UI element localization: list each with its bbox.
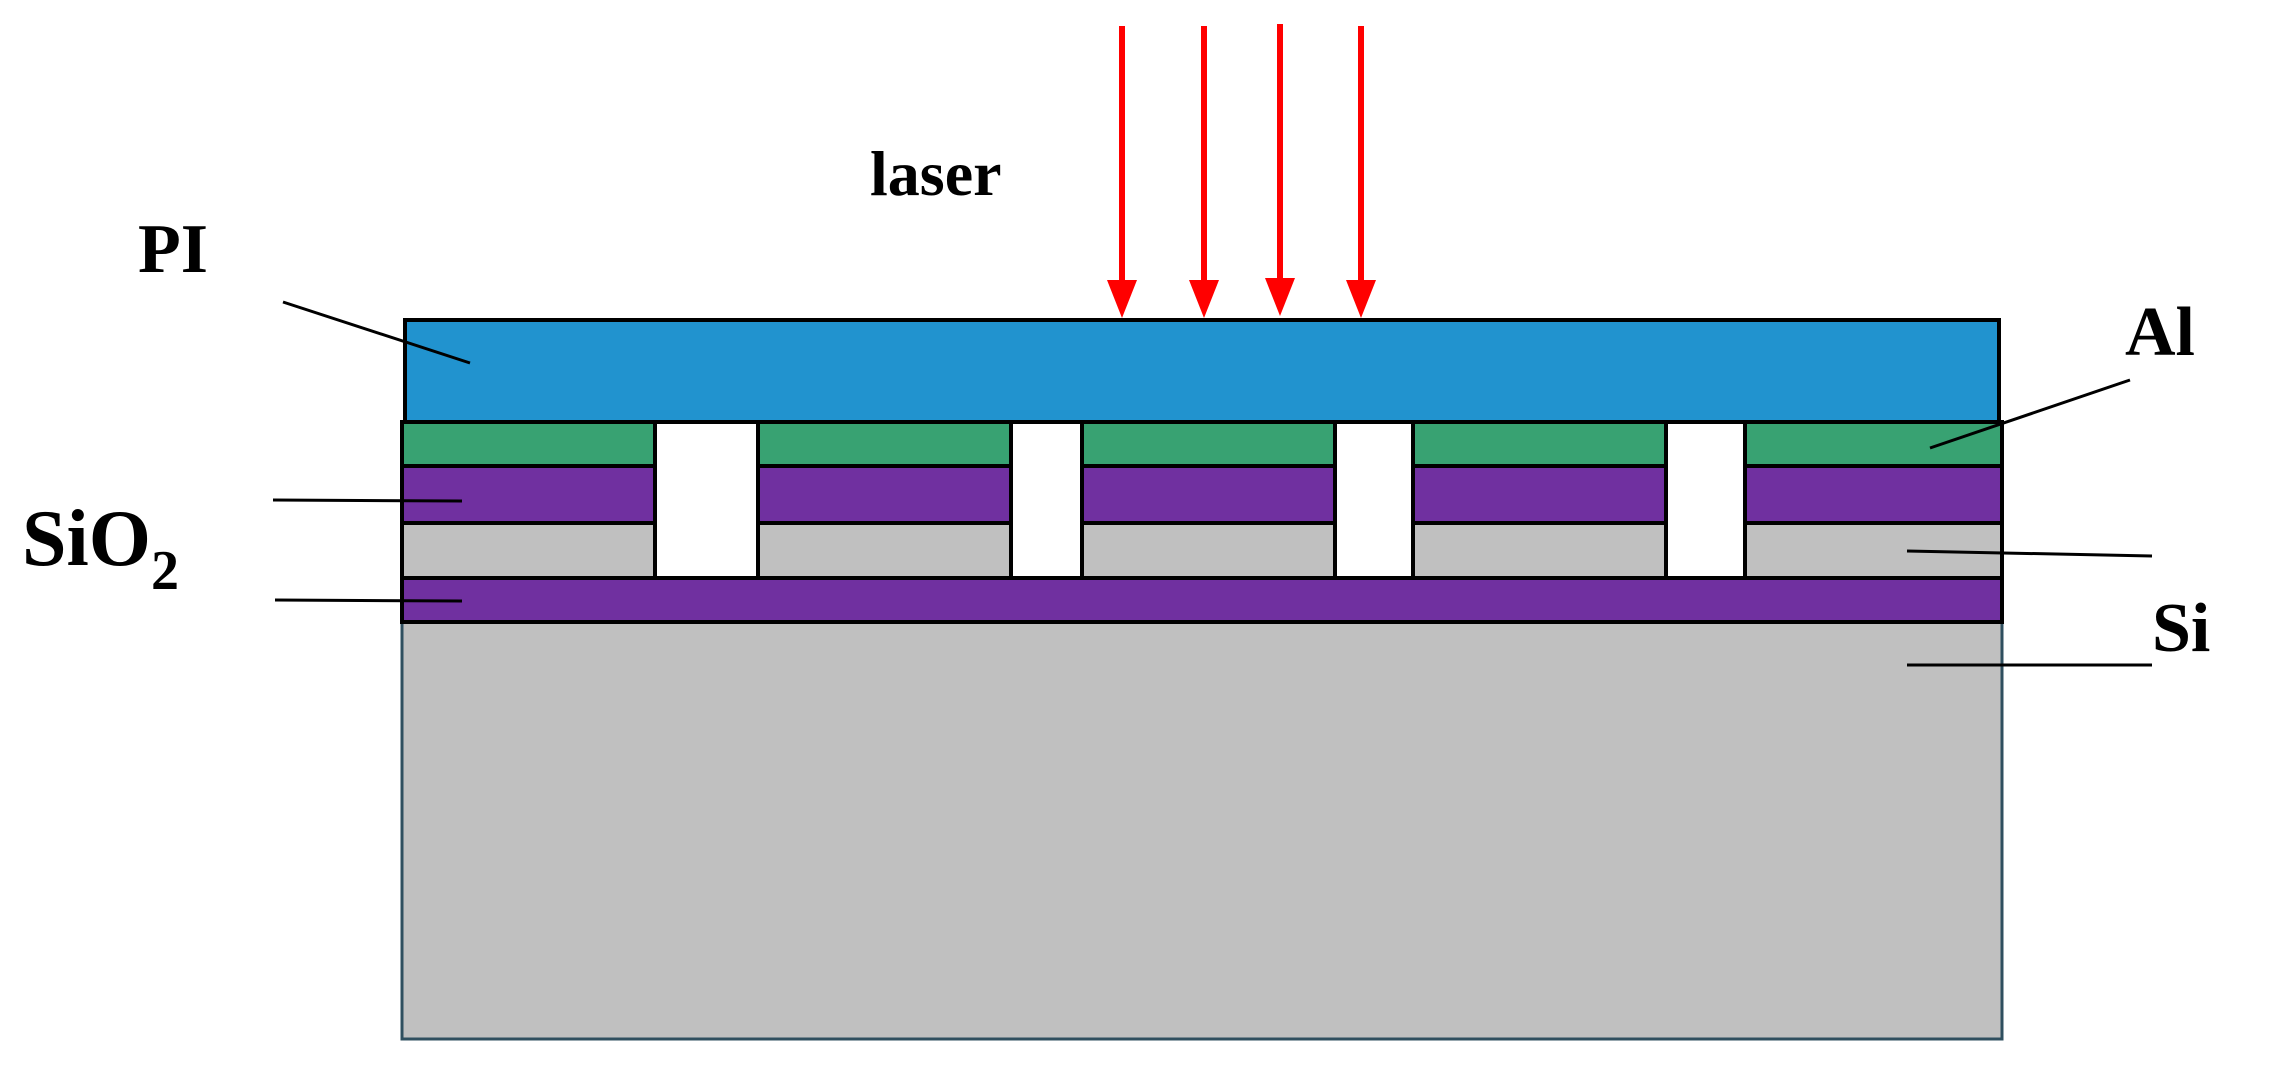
segment-1 <box>400 420 657 580</box>
sio2-label: SiO2 <box>22 495 179 602</box>
patterned-segments <box>400 420 2004 580</box>
leader-lines <box>272 300 2153 667</box>
laser-arrow <box>1346 26 1376 318</box>
segment-4 <box>1411 420 1668 580</box>
trench-gap <box>1009 420 1084 580</box>
sio2-segment <box>756 464 1013 525</box>
trench-gap <box>1664 420 1747 580</box>
si-segment <box>400 521 657 580</box>
al-segment <box>1411 420 1668 468</box>
laser-beams <box>1107 24 1376 318</box>
trench-gap <box>653 420 760 580</box>
sio2-segment <box>1080 464 1337 525</box>
si-segment <box>756 521 1013 580</box>
sio2-bottom-layer <box>400 576 2004 624</box>
al-segment <box>400 420 657 468</box>
laser-arrow <box>1107 26 1137 318</box>
pi-layer <box>403 318 2001 424</box>
al-segment <box>1080 420 1337 468</box>
si-substrate-layer <box>400 620 2004 1041</box>
sio2-segment <box>1743 464 2004 525</box>
sio2-upper-leader-line <box>272 498 463 503</box>
sio2-label-main: SiO <box>22 495 151 583</box>
al-label: Al <box>2125 294 2195 371</box>
pi-label: PI <box>138 211 208 288</box>
si-segment <box>1080 521 1337 580</box>
pi-leader-line <box>282 300 471 365</box>
segment-2 <box>756 420 1013 580</box>
si-segment <box>1411 521 1668 580</box>
trench-gap <box>1333 420 1415 580</box>
si-upper-leader-line <box>1906 549 2153 558</box>
si-segment <box>1743 521 2004 580</box>
sio2-segment <box>400 464 657 525</box>
si-label: Si <box>2152 590 2210 667</box>
al-segment <box>1743 420 2004 468</box>
sio2-label-subscript: 2 <box>151 540 179 602</box>
al-segment <box>756 420 1013 468</box>
al-leader-line <box>1929 378 2131 450</box>
sio2-segment <box>1411 464 1668 525</box>
sio2-lower-leader-line <box>274 598 463 603</box>
laser-arrow <box>1189 26 1219 318</box>
trench-gaps <box>653 420 1747 580</box>
laser-label: laser <box>870 138 1002 209</box>
segment-3 <box>1080 420 1337 580</box>
segment-5 <box>1743 420 2004 580</box>
laser-arrow <box>1265 24 1295 316</box>
